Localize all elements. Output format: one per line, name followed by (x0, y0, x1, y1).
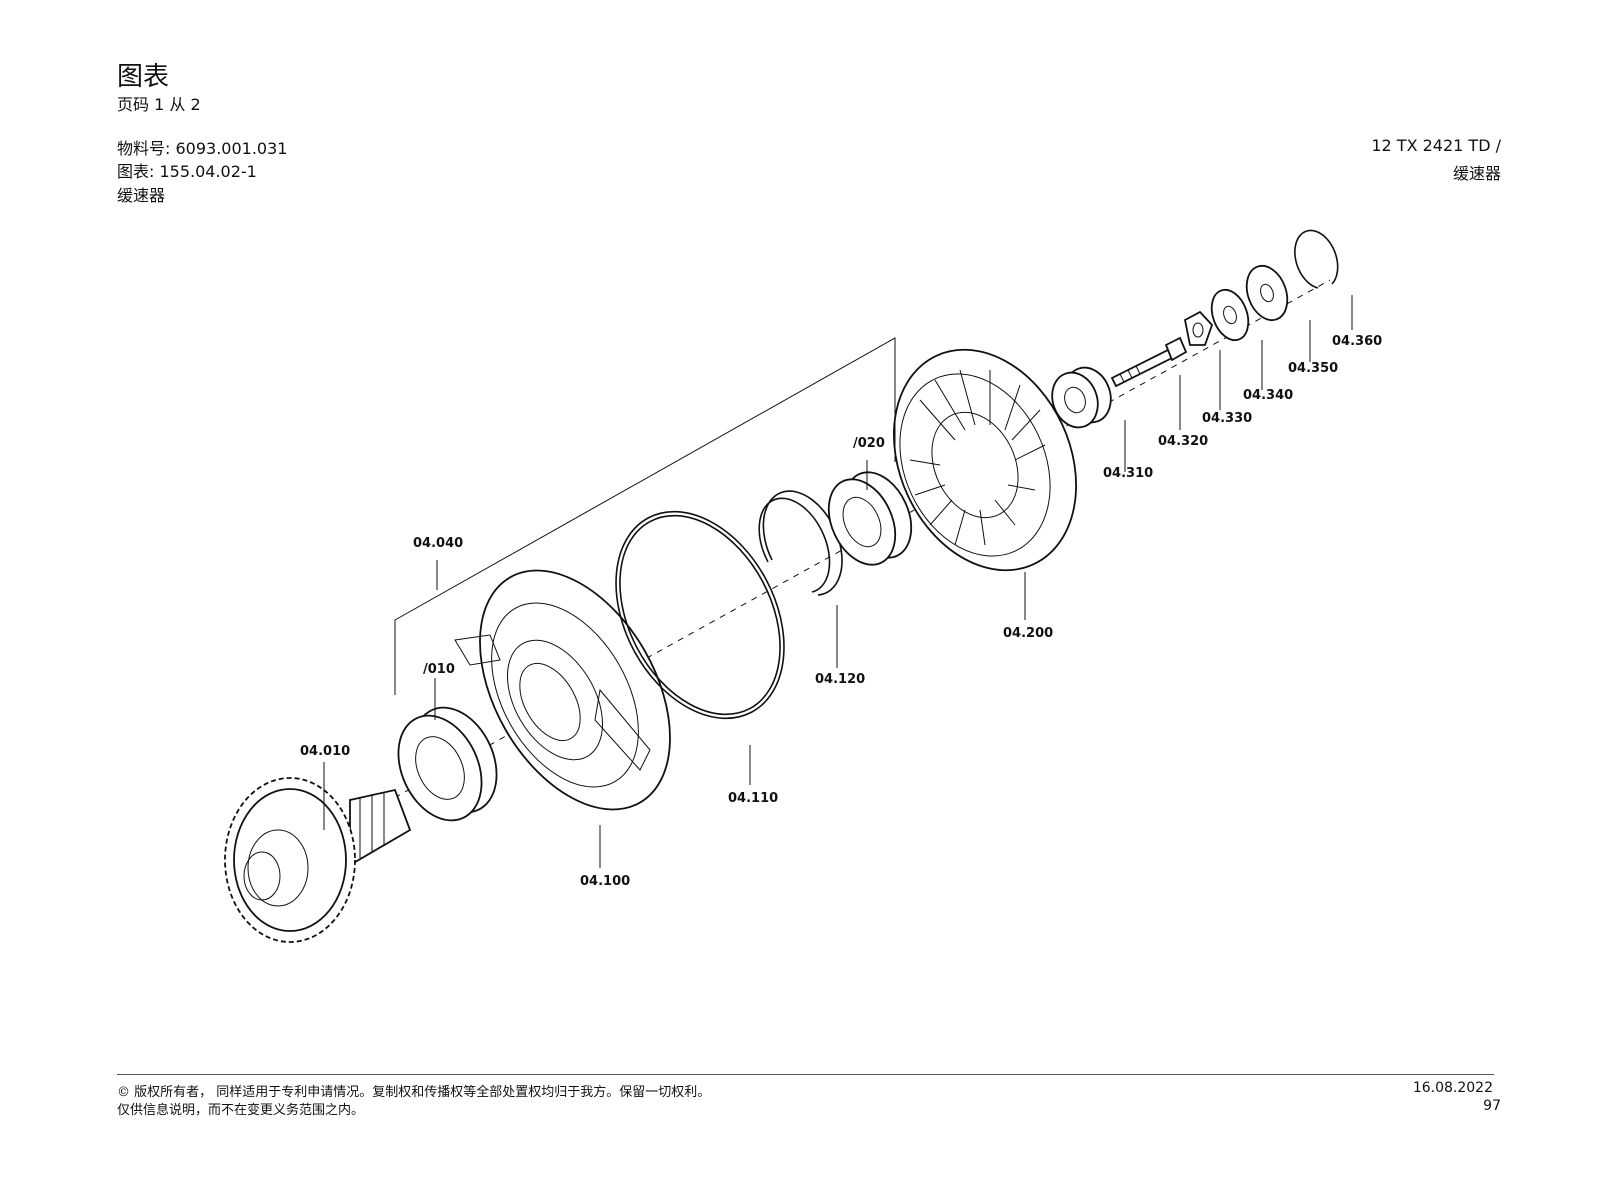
disclaimer-notice: 仅供信息说明，而不在变更义务范围之内。 (117, 1103, 365, 1118)
page-number: 97 (1483, 1098, 1501, 1114)
page-title: 图表 (117, 62, 170, 92)
part-04-200-rotor[interactable] (859, 320, 1110, 600)
label-04-110: 04.110 (728, 791, 778, 806)
part-04-320-bolt[interactable] (1110, 336, 1188, 388)
material-number: 物料号: 6093.001.031 (117, 139, 288, 158)
label-04-340: 04.340 (1243, 388, 1293, 403)
label-04-040: 04.040 (413, 536, 463, 551)
leader-lines (323, 295, 1353, 868)
label-04-120: 04.120 (815, 672, 865, 687)
model-designation: 12 TX 2421 TD / (1371, 136, 1501, 155)
part-020-bearing[interactable] (816, 462, 924, 576)
label-04-010: 04.010 (300, 744, 350, 759)
label-04-330: 04.330 (1202, 411, 1252, 426)
label-04-360: 04.360 (1332, 334, 1382, 349)
bracket-04-040 (394, 337, 896, 695)
label-04-350: 04.350 (1288, 361, 1338, 376)
copyright-notice: © 版权所有者， 同样适用于专利申请情况。复制权和传播权等全部处置权均归于我方。… (117, 1085, 711, 1100)
label-04-310: 04.310 (1103, 466, 1153, 481)
page-counter: 页码 1 从 2 (117, 95, 201, 114)
part-04-120-circlip[interactable] (758, 490, 843, 596)
label-010: /010 (423, 662, 455, 677)
diagram-number: 图表: 155.04.02-1 (117, 162, 257, 181)
footer-divider (117, 1074, 1494, 1075)
part-04-360-retaining-ring[interactable] (1294, 229, 1339, 289)
print-date: 16.08.2022 (1412, 1080, 1493, 1096)
part-04-110-o-ring[interactable] (582, 483, 818, 748)
model-subtitle: 缓速器 (1452, 164, 1501, 183)
label-04-200: 04.200 (1003, 626, 1053, 641)
part-010-bearing[interactable] (382, 694, 512, 834)
label-04-320: 04.320 (1158, 434, 1208, 449)
label-04-100: 04.100 (580, 874, 630, 889)
part-04-350-washer[interactable] (1240, 260, 1295, 326)
label-020: /020 (853, 436, 885, 451)
part-04-010-gear-shaft[interactable] (224, 777, 412, 943)
part-04-310-hub[interactable] (1045, 361, 1118, 434)
part-04-100-housing[interactable] (441, 537, 710, 842)
part-04-330-lock-plate[interactable] (1183, 310, 1214, 346)
part-04-340-washer[interactable] (1205, 285, 1255, 345)
assembly-name: 缓速器 (117, 186, 166, 205)
